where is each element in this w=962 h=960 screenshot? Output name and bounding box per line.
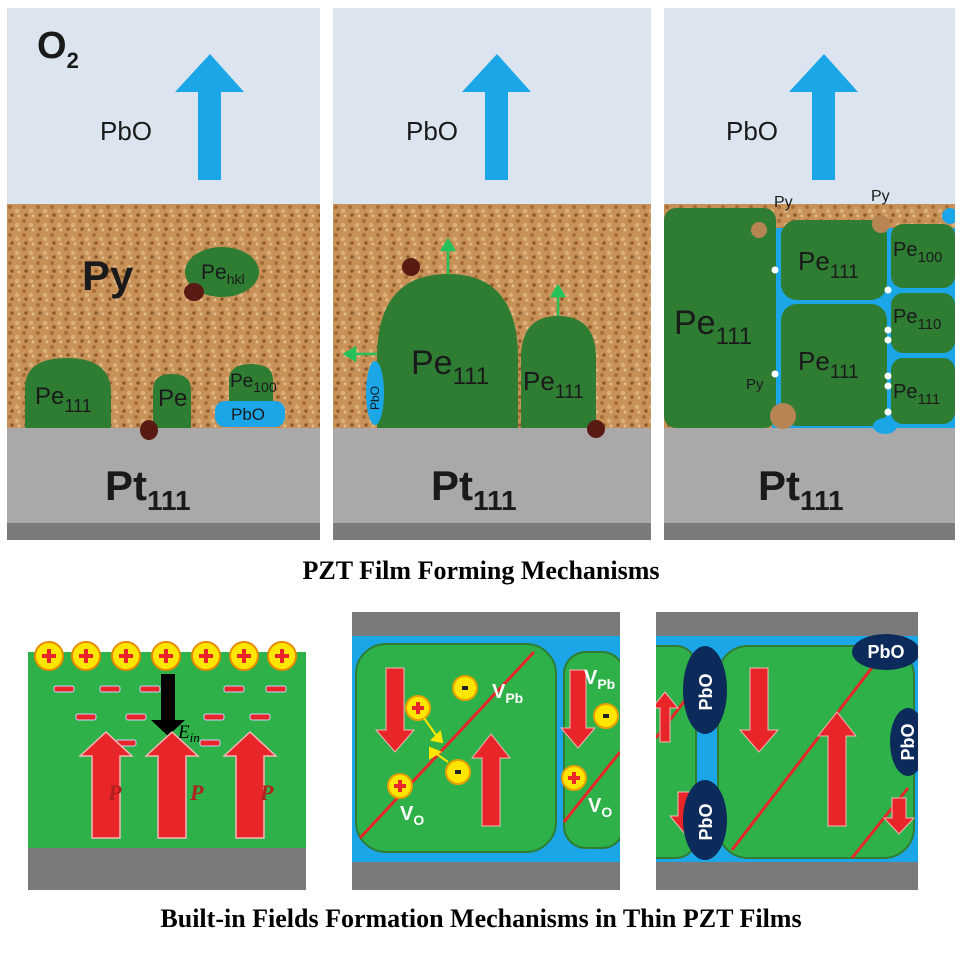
gas-label: O2 [37,25,79,73]
down-arrow [374,667,416,753]
up-arrow [656,691,680,743]
domain-wall [730,651,886,851]
bottom-caption: Built-in Fields Formation Mechanisms in … [160,904,802,933]
down-arrow [559,669,597,749]
v-o-label: VO [400,803,424,828]
py-blob [770,403,796,429]
grain [355,643,557,853]
pe111-left-label: Pe111 [674,304,752,350]
pe111-small-grain [521,316,596,428]
field-panel-pbo-segregation: PbO PbO PbO PbO [656,612,918,890]
py-blob [872,215,890,233]
pbo-label: PbO [726,116,778,146]
pbo-patch [215,401,285,427]
migration-arrows [423,717,449,763]
pbo-side-blob [366,361,384,425]
domain-wall [358,650,536,840]
pbo-label: PbO [696,673,716,710]
polarization-arrows [78,730,278,839]
growth-arrow [342,237,567,363]
v-pb-label: VPb [584,667,615,692]
field-panel-vacancies: VPb VPb VO VO [352,612,620,890]
pe-hkl-grain [185,247,259,297]
pe111-mid-top-label: Pe111 [798,246,859,283]
pbo-label: PbO [100,116,152,146]
pe111-right-grain [891,358,955,424]
nucleus [587,420,605,438]
pt-label: Pt111 [758,462,844,516]
ein-label: Ein [177,722,200,745]
up-arrow [470,733,512,827]
boundary-dots [771,266,892,416]
pbo-label: PbO [898,723,918,760]
atmosphere [7,8,320,204]
py-label: Py [774,194,793,211]
pbo-small-label: PbO [231,405,265,424]
pbo-precipitates [683,634,918,860]
pe111-mid-bot-grain [781,304,887,426]
field-panel-surface-charge: Ein P P P [28,636,306,890]
nucleus [402,258,420,276]
pe111-right-label: Pe111 [893,381,940,408]
pbo-label: PbO [867,642,904,662]
down-arrow [738,667,780,753]
pe111-mid-bot-label: Pe111 [798,346,859,383]
nucleus [140,420,158,440]
pbo-up-arrow [789,54,858,180]
py-label: Py [871,188,890,205]
pbo-drop [873,418,897,434]
pt-label: Pt111 [105,462,191,516]
down-arrow [882,797,916,835]
pt-label: Pt111 [431,462,517,516]
grain [717,645,915,859]
py-label: Py [82,252,134,299]
pt-substrate [664,428,955,523]
pe111-grain [25,358,111,428]
atmosphere [664,8,955,204]
negative-charges [53,685,287,747]
pbo-label: PbO [696,803,716,840]
p-label: P [107,780,122,805]
pbo-up-arrow [175,54,244,180]
forming-panel-growth: PbO PbO Pe111 Pe111 Pt111 [333,8,651,540]
pbo-up-arrow [462,54,531,180]
pe111-mid-top-grain [781,220,887,300]
domain-wall [562,751,620,823]
pe111-big-label: Pe111 [411,344,489,390]
pbo-drop [942,208,955,224]
pbo-label: PbO [406,116,458,146]
pe100-label: Pe100 [230,371,277,395]
up-arrow [816,711,858,827]
vacancy-charges [387,675,619,799]
pe-grain [153,374,191,428]
pbo-side-label: PbO [368,386,382,410]
pe100-label: Pe100 [893,239,943,266]
pe111-big-grain [377,274,518,428]
pe100-grain [229,364,273,403]
forming-panel-initial: O2 PbO Py Pehkl Pe111 Pe Pe100 PbO Pt111 [7,8,320,540]
pe-label: Pe [158,385,187,412]
pe100-grain [891,224,955,288]
pe111-small-label: Pe111 [523,366,584,403]
pt-substrate [333,428,651,523]
pe111-left-grain [664,208,776,428]
p-label: P [189,780,204,805]
nucleus [184,283,204,301]
pt-substrate [7,428,320,523]
v-o-label: VO [588,795,612,820]
pe111-label: Pe111 [35,383,92,416]
bottom-electrode [28,848,306,890]
p-label: P [259,780,274,805]
forming-panel-coalescence: PbO Py Py Py Pe111 Pe111 Pe111 Pe100 Pe1… [664,8,955,540]
ein-arrow [151,674,185,736]
surface-plus-charges [34,641,297,671]
pe110-label: Pe110 [893,306,941,333]
v-pb-label: VPb [492,681,523,706]
pe110-grain [891,293,955,353]
py-label: Py [746,376,764,393]
pe-hkl-label: Pehkl [201,261,245,287]
top-caption: PZT Film Forming Mechanisms [302,556,660,585]
py-blob [751,222,767,238]
